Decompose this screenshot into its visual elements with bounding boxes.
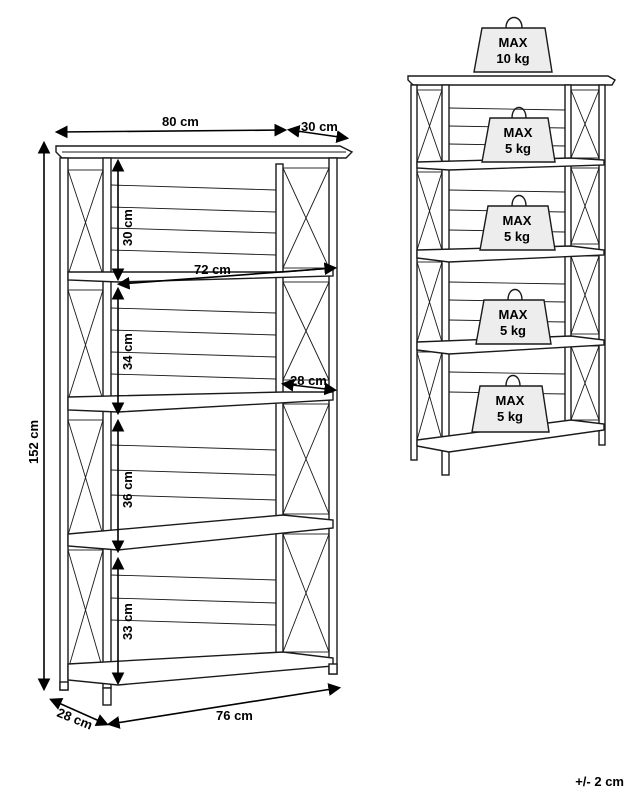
tolerance-note: +/- 2 cm (575, 774, 624, 789)
weight-max-label: MAX (499, 35, 528, 50)
right-bookcase (407, 75, 616, 476)
dim-shelf-2: 34 cm (120, 333, 135, 370)
weight-icon-3: MAX 5 kg (479, 194, 556, 251)
dim-shelf-4: 33 cm (120, 603, 135, 640)
weight-value: 5 kg (505, 141, 531, 156)
dim-depth-top: 30 cm (301, 119, 338, 134)
weight-value: 10 kg (496, 51, 529, 66)
weight-icon-2: MAX 5 kg (481, 106, 556, 163)
weight-value: 5 kg (504, 229, 530, 244)
weight-max-label: MAX (504, 125, 533, 140)
dim-shelf-1: 30 cm (120, 209, 135, 246)
weight-value: 5 kg (497, 409, 523, 424)
dim-base-depth: 28 cm (55, 705, 95, 733)
dimension-lines (37, 123, 350, 729)
dim-width-top: 80 cm (162, 114, 199, 129)
dim-base-width: 76 cm (216, 708, 253, 723)
weight-icon-4: MAX 5 kg (475, 288, 552, 345)
dim-shelf-inner-width: 72 cm (194, 262, 231, 277)
weight-value: 5 kg (500, 323, 526, 338)
weight-icon-5: MAX 5 kg (471, 374, 550, 433)
weight-max-label: MAX (496, 393, 525, 408)
weight-icon-1: MAX 10 kg (473, 16, 553, 73)
dim-shelf-3: 36 cm (120, 471, 135, 508)
weight-max-label: MAX (503, 213, 532, 228)
dim-shelf-inner-depth: 28 cm (290, 373, 327, 388)
dim-height-total: 152 cm (26, 420, 41, 464)
weight-max-label: MAX (499, 307, 528, 322)
left-bookcase (55, 145, 354, 706)
